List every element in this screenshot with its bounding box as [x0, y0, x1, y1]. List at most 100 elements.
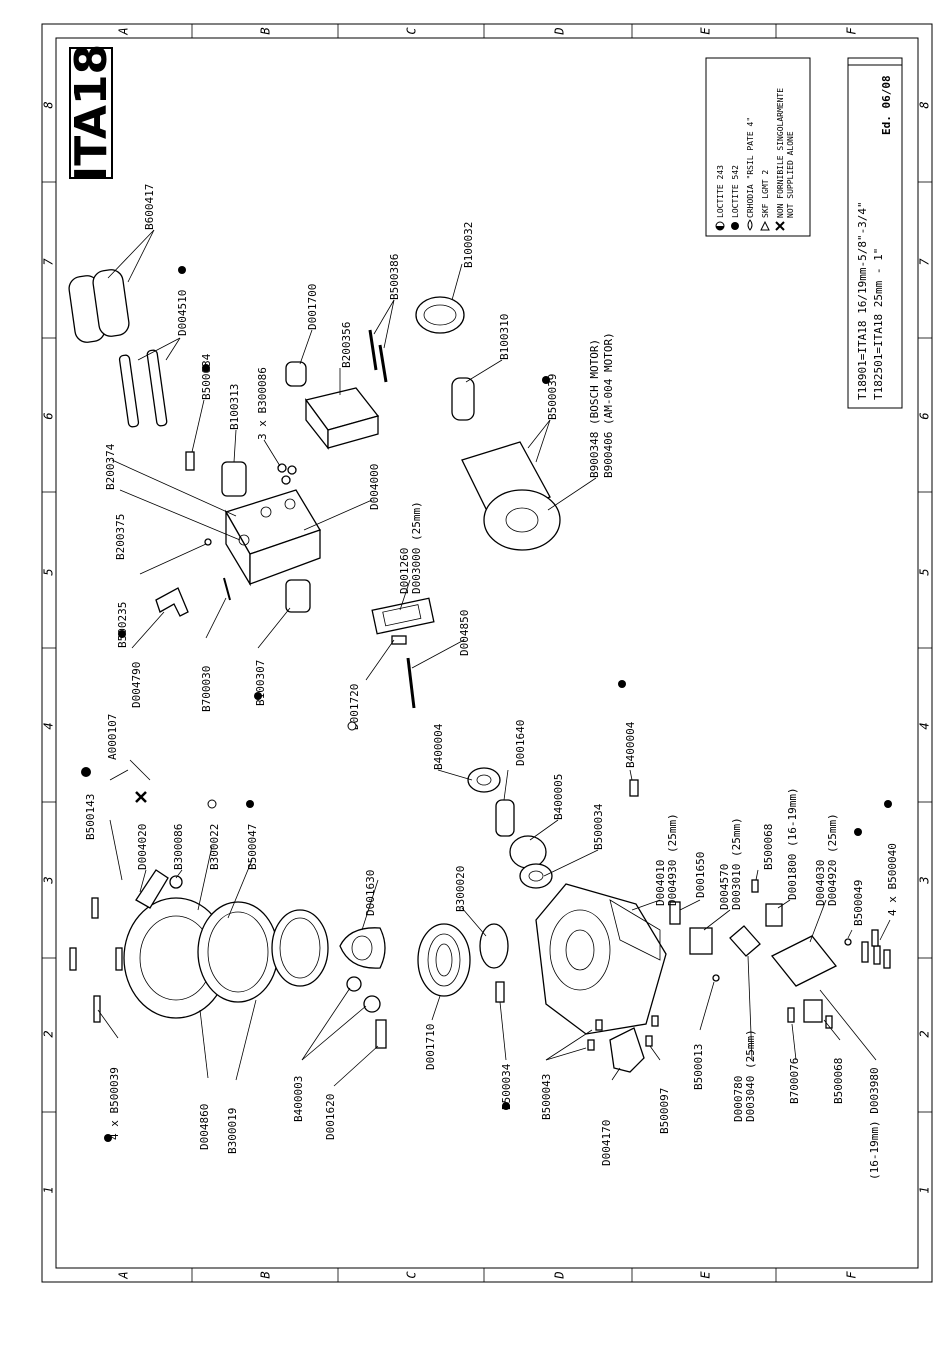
drawing-title: ITA18: [66, 44, 117, 182]
full-circle-icon: [254, 692, 262, 700]
cross-icon: [135, 791, 147, 803]
label-b400004-b: B500034: [592, 803, 605, 850]
model-line-2: T182501=ITA18 25mm - 1": [872, 248, 885, 400]
label-b700030: B700030: [200, 666, 213, 712]
half-circle-icon: [202, 364, 210, 372]
label-b500049: B500049: [852, 880, 865, 926]
legend-item-3: CRHODIA "RSIL PATE 4": [746, 117, 755, 218]
motor-flange-part: [483, 489, 561, 551]
clamp-part: [339, 927, 386, 969]
grid-row-f: F: [845, 27, 859, 35]
cover-plate-part: [609, 1027, 645, 1073]
shaft-part: [495, 799, 515, 837]
bolt-4: [91, 897, 99, 919]
label-d004020: D004020: [136, 824, 149, 870]
legend: LOCTITE 243 LOCTITE 542 CRHODIA "RSIL PA…: [715, 88, 795, 231]
outer-frame: [41, 23, 933, 1283]
label-d003980: (16-19mm) D003980: [868, 1067, 881, 1180]
half-circle-icon: [178, 266, 186, 274]
label-d004510: D004510: [176, 290, 189, 336]
label-b500143: B500143: [84, 794, 97, 840]
grid-col-1: 1: [42, 1186, 56, 1193]
drop-icon: [207, 799, 217, 809]
grid-col-6: 6: [42, 412, 56, 419]
half-circle-icon: [502, 1102, 510, 1110]
label-b300020: B300020: [454, 866, 467, 912]
label-b100032: B100032: [462, 222, 475, 268]
label-b500039: B500039: [546, 374, 559, 420]
legend-item-4: SKF LGMT 2: [761, 170, 770, 218]
snap-ring-part: [479, 923, 509, 969]
label-b500047: B500047: [246, 824, 259, 870]
coil-spring-part: [417, 923, 471, 997]
label-d003040: D003040 (25mm): [744, 1029, 757, 1122]
grid-row-b: B: [259, 27, 273, 34]
grid-letters-bottom: A B C D E F: [117, 1271, 859, 1280]
label-d001710: D001710: [424, 1024, 437, 1070]
label-d004570: D004570: [718, 864, 731, 910]
label-b500386: B500386: [388, 254, 401, 300]
block-part-2: [803, 999, 823, 1023]
label-d004860: D004860: [198, 1104, 211, 1150]
pin-part-2: [669, 901, 681, 925]
half-circle-icon: [618, 680, 626, 688]
label-b900348: B900348 (BOSCH MOTOR): [588, 339, 601, 478]
label-d004170: D004170: [600, 1120, 613, 1166]
triangle-icon: [760, 220, 770, 231]
spring-clip-part: [415, 296, 465, 334]
grid-row-e-bottom: E: [699, 1271, 713, 1279]
grid-row-d-bottom: D: [553, 1271, 567, 1279]
fitting-part-1: [221, 461, 247, 497]
label-b500068-b: B500068: [832, 1058, 845, 1104]
half-circle-icon: [884, 800, 892, 808]
grid-row-e: E: [699, 27, 713, 35]
label-b300086: B300086: [172, 824, 185, 870]
grid-ticks: [42, 24, 932, 1282]
pin-part: [375, 1019, 387, 1049]
full-circle-icon: [81, 767, 91, 777]
grid-row-b-bottom: B: [259, 1271, 273, 1278]
legend-item-6: NOT SUPPLIED ALONE: [786, 131, 795, 218]
label-d001630: D001630: [364, 870, 377, 916]
seal-ring-part: [271, 909, 329, 987]
label-b500034-c: B500034: [500, 1063, 513, 1110]
label-b100313: B100313: [228, 384, 241, 430]
bolt-1: [69, 947, 77, 971]
bolt-2: [93, 995, 101, 1023]
grid-row-d: D: [553, 27, 567, 35]
label-symbols: [81, 266, 892, 1142]
part-labels: B600417 D004510 B100032 D001700 B200356 …: [84, 184, 899, 1180]
rod-part-1: [118, 354, 140, 428]
label-4x-b500039: 4 x B500039: [108, 1067, 121, 1140]
legend-item-1: LOCTITE 243: [716, 165, 725, 218]
label-d003010: D003010 (25mm): [730, 817, 743, 910]
grid-row-c-bottom: C: [405, 1271, 419, 1279]
label-d003000: D003000 (25mm): [410, 501, 423, 594]
label-d001640: D001640: [514, 720, 527, 766]
label-b300019: B300019: [226, 1108, 239, 1154]
label-d004920: D004920 (25mm): [826, 813, 839, 906]
label-d004030: D004030: [814, 860, 827, 906]
half-circle-icon: [104, 1134, 112, 1142]
grid-letters-top: A B C D E F: [117, 27, 859, 36]
label-b500235: B500235: [116, 602, 129, 648]
label-b700076: B700076: [788, 1058, 801, 1104]
label-b400003: B400003: [292, 1076, 305, 1122]
grid-row-a-bottom: A: [117, 1271, 131, 1279]
label-b400004-a: B400004: [432, 723, 445, 770]
legend-item-2: LOCTITE 542: [731, 165, 740, 218]
cylinder-ring-part: [197, 901, 279, 1003]
label-a000107: A000107: [106, 714, 119, 760]
label-b600417: B600417: [143, 184, 156, 230]
grid-col-6-right: 6: [918, 412, 932, 419]
bracket-part: [155, 587, 189, 617]
label-d001260: D001260: [398, 548, 411, 594]
bearing-part-1: [467, 767, 501, 793]
label-d001650: D001650: [694, 852, 707, 898]
seal-plate-part: [371, 597, 435, 635]
title-box: [69, 47, 113, 179]
grid-row-f-bottom: F: [845, 1271, 859, 1279]
label-4x-b500040: 4 x B500040: [886, 843, 899, 916]
grid-col-8: 8: [42, 101, 56, 108]
filter-part: [729, 925, 761, 957]
